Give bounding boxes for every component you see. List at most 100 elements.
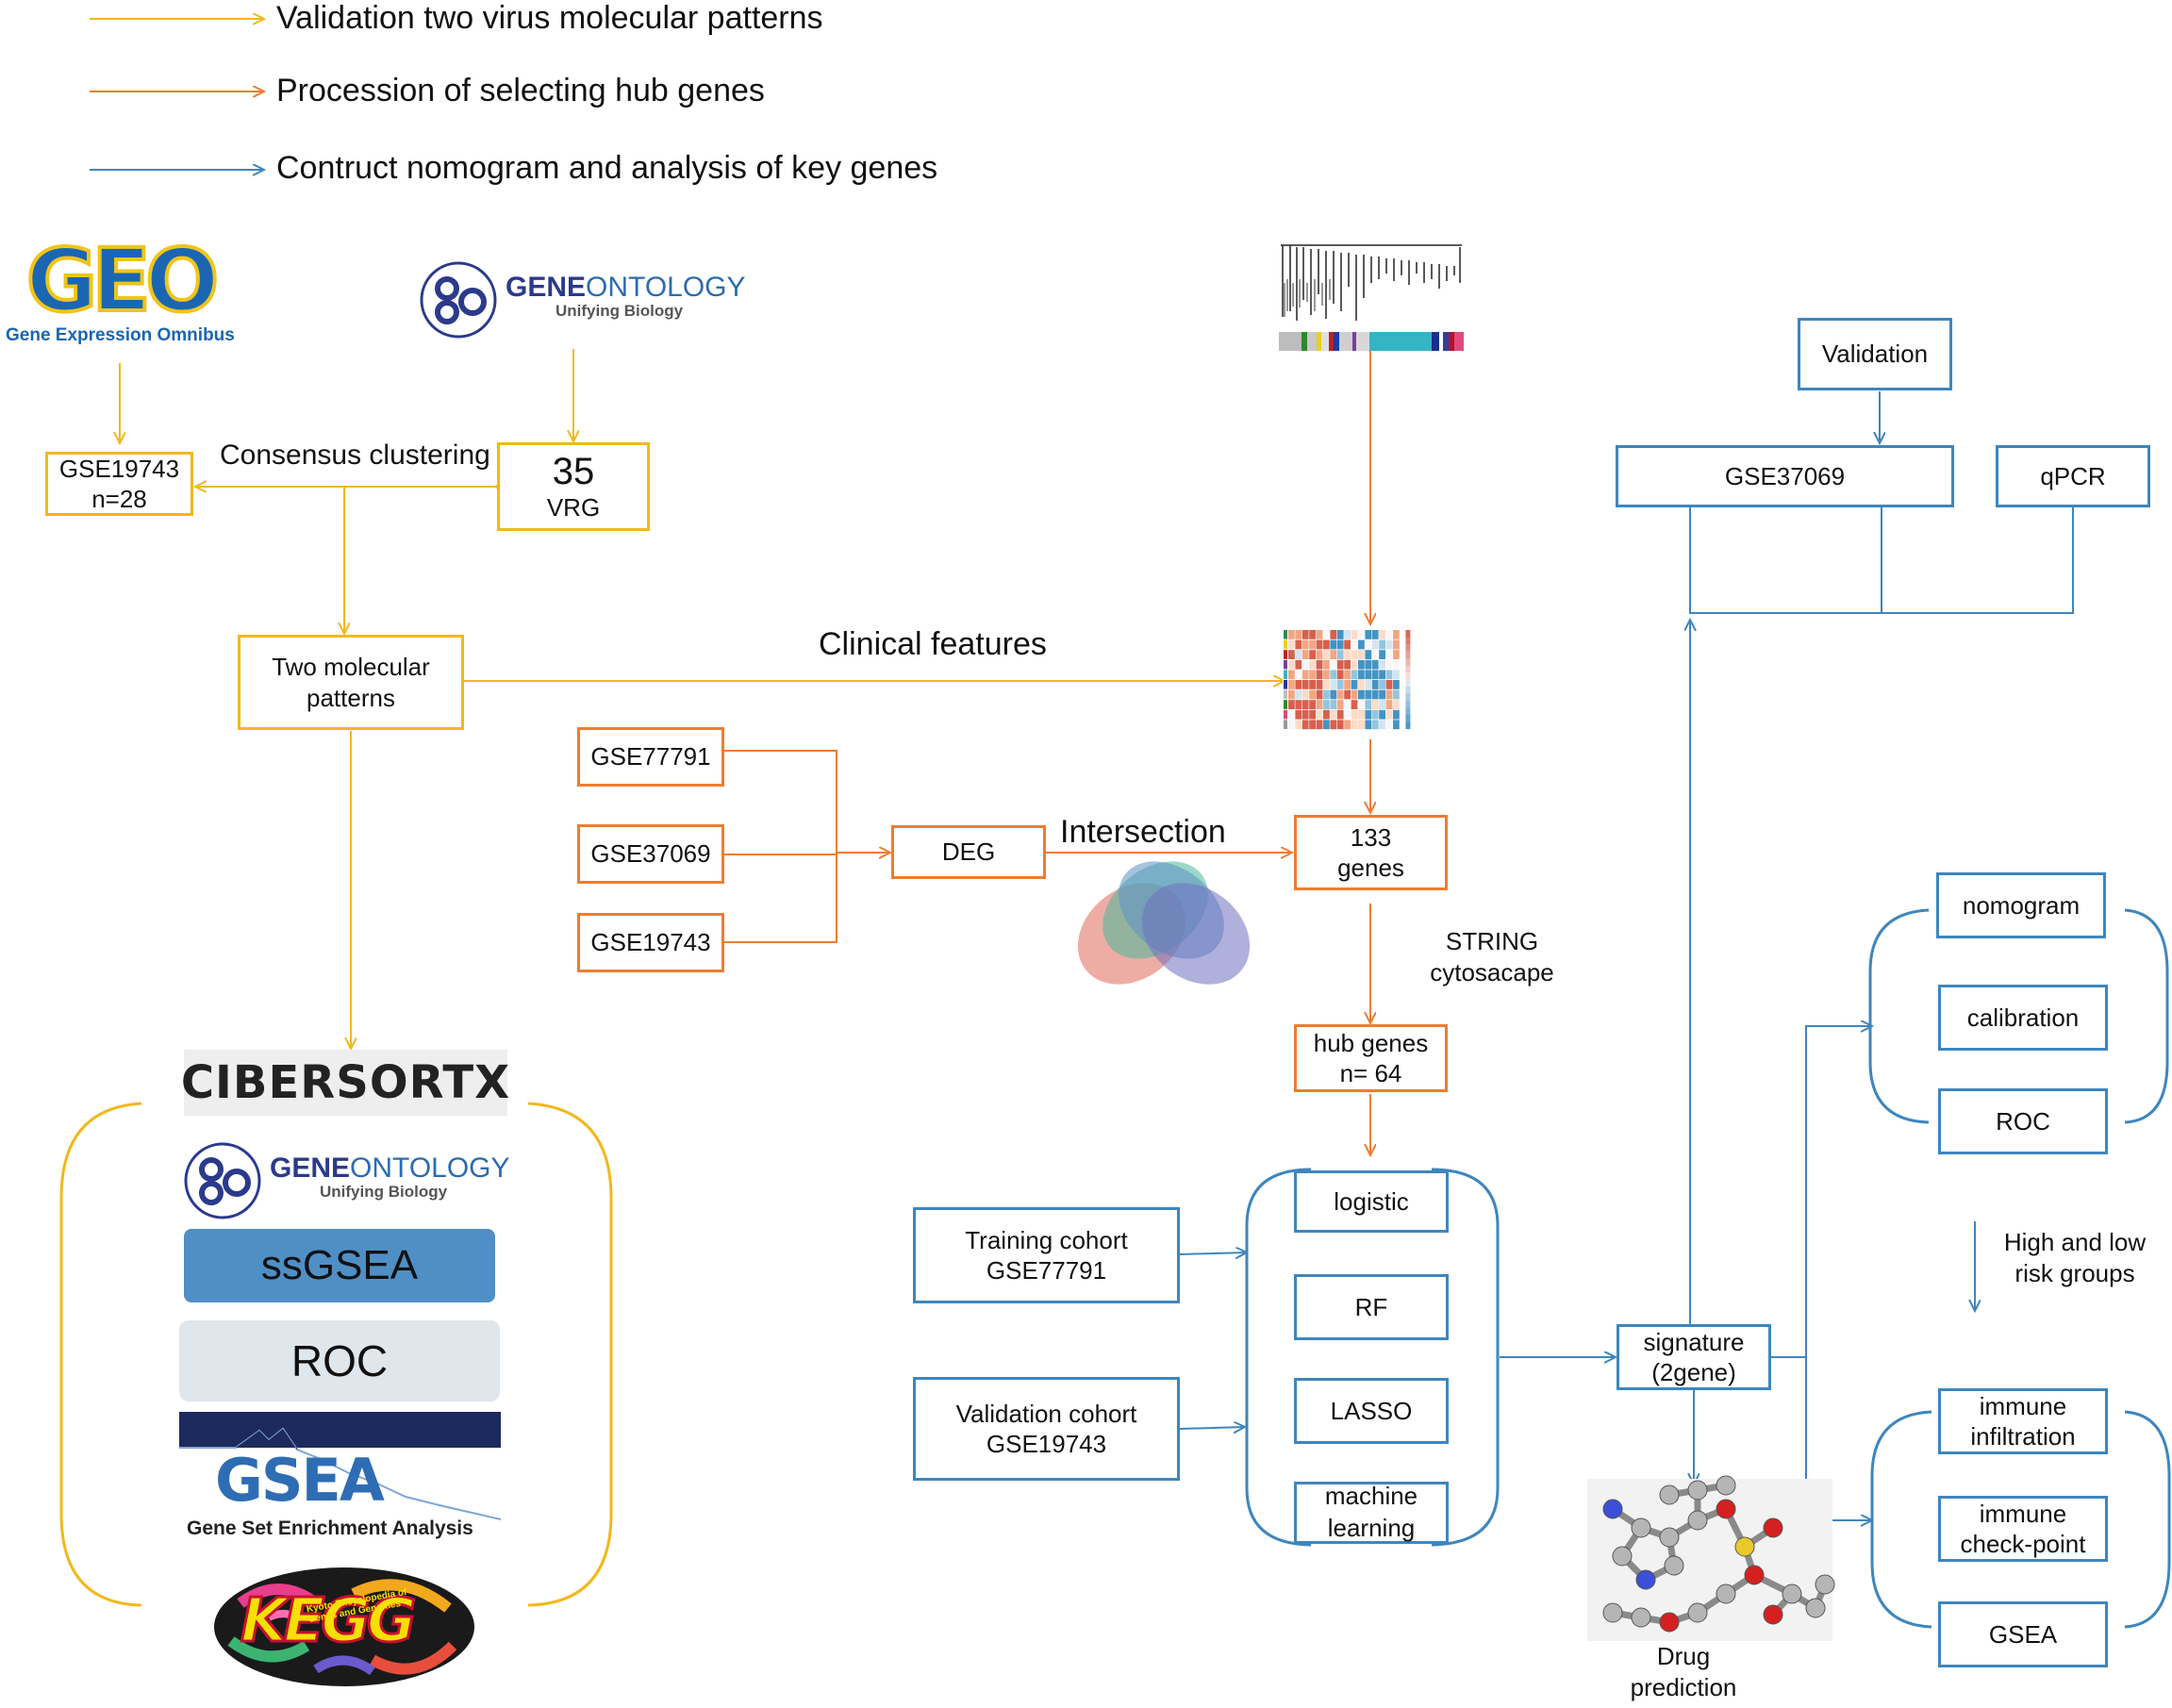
method-lasso-box: LASSO xyxy=(1294,1378,1449,1444)
dataset-box-gse19743: GSE19743 xyxy=(577,913,724,972)
training-cohort-line1: Training cohort xyxy=(965,1225,1128,1254)
gse19743-box: GSE19743 n=28 xyxy=(45,452,193,516)
nomogram-bracket-left xyxy=(1868,908,1930,1124)
gsea-caption: Gene Set Enrichment Analysis xyxy=(187,1517,473,1539)
validation-cohort-line1: Validation cohort xyxy=(955,1399,1137,1428)
gsea-analysis-box: GSEA xyxy=(1938,1601,2108,1667)
nomogram-bracket-right xyxy=(2124,908,2169,1124)
go-tagline: Unifying Biology xyxy=(320,1183,448,1201)
gse19743-box-line2: n=28 xyxy=(91,485,147,513)
method-rf-box: RF xyxy=(1294,1274,1449,1340)
gsea-logo: GSEA Gene Set Enrichment Analysis xyxy=(179,1412,501,1542)
vrg-count: 35 xyxy=(552,450,595,492)
geneontology-icon xyxy=(184,1142,261,1219)
method-machine-learning-label: machine learning xyxy=(1324,1482,1418,1542)
kegg-logo-background xyxy=(214,1567,474,1686)
nomogram-box: nomogram xyxy=(1936,872,2106,938)
hub-genes-label: hub genes xyxy=(1313,1028,1429,1057)
legend-label-orange: Procession of selecting hub genes xyxy=(276,73,765,108)
gsea-enrichment-curve xyxy=(179,1427,501,1520)
risk-label-line2: risk groups xyxy=(2014,1259,2135,1288)
string-label-line1: STRING xyxy=(1445,927,1539,955)
drug-label-line2: prediction xyxy=(1630,1673,1737,1702)
roc-tile-text: ROC xyxy=(290,1336,389,1385)
module-trait-heatmap-image xyxy=(1283,628,1424,739)
legend-label-blue: Contruct nomogram and analysis of key ge… xyxy=(276,150,938,186)
immune-bracket-left xyxy=(1870,1410,1932,1629)
roc-box: ROC xyxy=(1938,1088,2108,1154)
clinical-features-label: Clinical features xyxy=(819,626,1047,662)
risk-groups-label: High and low risk groups xyxy=(1985,1227,2164,1290)
method-machine-learning-box: machine learning xyxy=(1294,1482,1449,1544)
immune-bracket-right xyxy=(2124,1410,2171,1629)
immune-checkpoint-box: immune check-point xyxy=(1938,1496,2108,1562)
signature-line2: (2gene) xyxy=(1651,1358,1736,1386)
genes-133-box: 133 genes xyxy=(1294,815,1448,890)
go-gene-text: GENE xyxy=(270,1152,351,1184)
geneontology-logo-top: GENEONTOLOGY Unifying Biology xyxy=(419,260,746,341)
training-cohort-line2: GSE77791 xyxy=(986,1256,1107,1285)
validation-to-methods-arrow xyxy=(1179,1427,1245,1429)
training-cohort-box: Training cohort GSE77791 xyxy=(913,1207,1180,1303)
geo-logo: GEO Gene Expression Omnibus xyxy=(0,230,236,354)
vrg-box: 35 VRG xyxy=(497,442,650,531)
hub-genes-count: n= 64 xyxy=(1339,1059,1402,1087)
go-gene-text: GENE xyxy=(506,272,587,303)
go-ontology-text: ONTOLOGY xyxy=(586,272,746,303)
risk-label-line1: High and low xyxy=(2003,1228,2147,1256)
tools-bracket-left xyxy=(59,1102,142,1607)
consensus-clustering-label: Consensus clustering xyxy=(220,439,490,471)
validation-box: Validation xyxy=(1798,318,1952,390)
patterns-box-line1: Two molecular xyxy=(272,653,430,681)
signature-line1: signature xyxy=(1643,1327,1745,1356)
go-tagline: Unifying Biology xyxy=(555,302,684,320)
drug-label-line1: Drug xyxy=(1656,1642,1711,1670)
hub-genes-box: hub genes n= 64 xyxy=(1294,1024,1448,1092)
two-molecular-patterns-box: Two molecular patterns xyxy=(238,635,464,730)
methods-bracket-right xyxy=(1431,1168,1500,1547)
roc-tile: ROC xyxy=(179,1320,500,1401)
method-logistic-box: logistic xyxy=(1294,1170,1449,1233)
validation-cohort-box: Validation cohort GSE19743 xyxy=(913,1377,1180,1481)
geneontology-logo-bottom: GENEONTOLOGY Unifying Biology xyxy=(183,1141,510,1222)
ssgsea-tile: ssGSEA xyxy=(184,1229,495,1302)
validation-cohort-line2: GSE19743 xyxy=(986,1430,1107,1458)
dataset-box-gse77791: GSE77791 xyxy=(577,727,724,787)
legend-label-yellow: Validation two virus molecular patterns xyxy=(276,0,823,36)
ssgsea-text: ssGSEA xyxy=(260,1242,419,1288)
datasets-merge-line xyxy=(724,750,837,943)
string-cytoscape-label: STRING cytosacape xyxy=(1413,926,1571,989)
wgcna-dendrogram-image xyxy=(1279,243,1464,351)
cibersortx-text: CIBERSORTX xyxy=(180,1056,511,1109)
venn-diagram-image xyxy=(1077,861,1251,985)
signature-box: signature (2gene) xyxy=(1617,1324,1771,1390)
deg-box: DEG xyxy=(891,825,1046,879)
calibration-box: calibration xyxy=(1938,985,2108,1051)
string-label-line2: cytosacape xyxy=(1430,958,1554,987)
gse19743-box-line1: GSE19743 xyxy=(58,454,180,483)
immune-checkpoint-label: immune check-point xyxy=(1960,1499,2086,1559)
geo-subtitle: Gene Expression Omnibus xyxy=(6,325,235,345)
gse37069-validation-box: GSE37069 xyxy=(1616,445,1954,507)
geo-logo-text: GEO xyxy=(25,230,222,331)
qpcr-box: qPCR xyxy=(1996,445,2150,507)
intersection-label: Intersection xyxy=(1060,814,1226,850)
gsea-logo-text: GSEA xyxy=(215,1446,385,1515)
drug-prediction-label: Drug prediction xyxy=(1589,1641,1778,1704)
signature-branch-line xyxy=(1771,1026,1872,1358)
tools-bracket-right xyxy=(527,1102,613,1607)
geneontology-icon xyxy=(420,261,497,339)
vrg-label: VRG xyxy=(546,492,601,522)
immune-infiltration-label: immune infiltration xyxy=(1970,1391,2076,1451)
genes-label: genes xyxy=(1337,854,1404,882)
patterns-box-line2: patterns xyxy=(307,683,395,712)
methods-bracket-left xyxy=(1245,1168,1312,1547)
dataset-box-gse37069: GSE37069 xyxy=(577,824,724,884)
drug-molecule-image xyxy=(1587,1475,1835,1641)
kegg-logo: KEGG Kyoto Encyclopedia of Genes and Gen… xyxy=(212,1566,476,1688)
training-to-methods-arrow xyxy=(1179,1252,1247,1254)
cibersortx-logo: CIBERSORTX xyxy=(180,1050,511,1116)
go-ontology-text: ONTOLOGY xyxy=(350,1152,510,1184)
